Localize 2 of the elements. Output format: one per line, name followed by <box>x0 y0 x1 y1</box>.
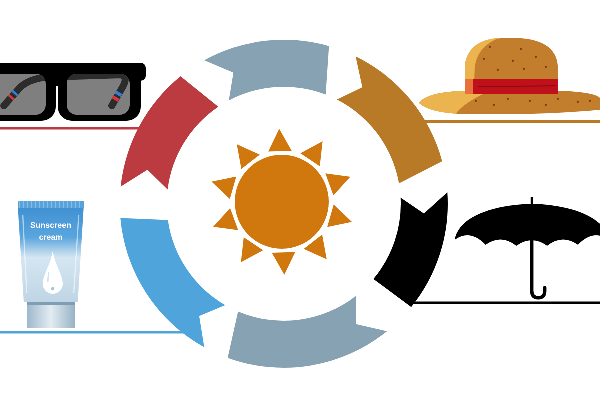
tube-label: Sunscreen cream <box>30 220 72 243</box>
sunscreen-tube <box>18 201 84 328</box>
